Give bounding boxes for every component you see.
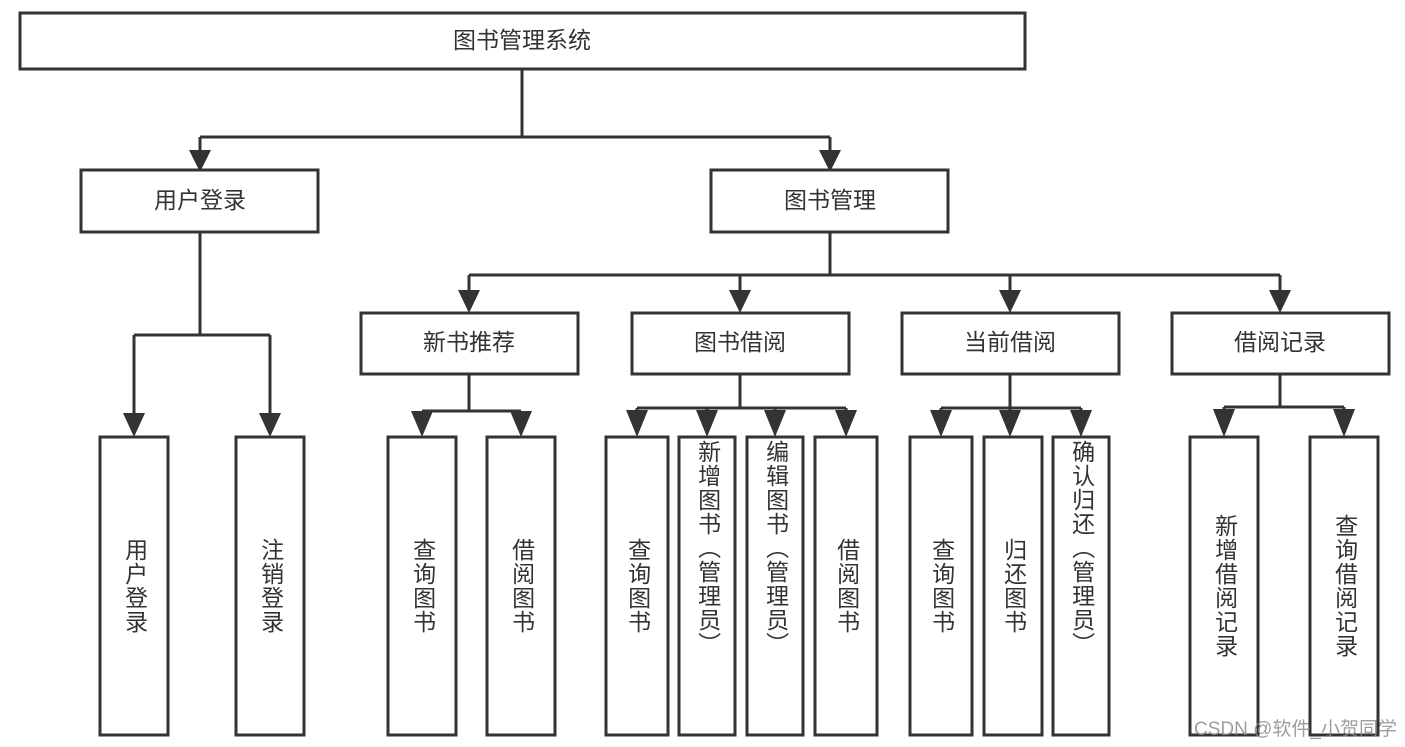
arrow-to-leaf-query-book-2 — [626, 410, 648, 437]
arrow-to-leaf-user-login — [123, 413, 145, 437]
leaf-rect-borrow-book-2[interactable] — [813, 435, 879, 737]
edge-root-trunk — [198, 69, 832, 152]
node-book-manage[interactable]: 图书管理 — [709, 168, 950, 234]
node-user-login-label: 用户登录 — [154, 187, 246, 213]
arrow-to-leaf-confirm-return — [1070, 410, 1092, 437]
arrow-to-leaf-add-book — [696, 410, 718, 437]
arrow-to-book-manage — [819, 150, 841, 172]
nodes-layer: 图书管理系统 用户登录 图书管理 新书推荐 图书借阅 — [18, 11, 1391, 737]
arrow-to-borrow-record — [1269, 290, 1291, 313]
arrow-to-leaf-query-record — [1333, 409, 1355, 437]
leaf-rect-query-record[interactable] — [1308, 435, 1380, 737]
edge-book-manage-trunk — [467, 232, 1282, 292]
node-new-book-rec-rect[interactable] — [359, 311, 580, 376]
leaf-rect-add-book[interactable] — [677, 435, 737, 737]
node-book-borrow[interactable]: 图书借阅 — [630, 311, 851, 376]
arrow-to-user-login — [189, 150, 211, 172]
arrow-to-leaf-query-book-3 — [930, 410, 952, 437]
leaf-rect-query-book-3[interactable] — [908, 435, 974, 737]
csdn-watermark: CSDN @软件_小贺同学 — [1194, 719, 1397, 740]
arrow-to-leaf-query-book-1 — [411, 411, 433, 437]
node-new-book-rec[interactable]: 新书推荐 — [359, 311, 580, 376]
node-root-rect[interactable] — [18, 11, 1027, 71]
edge-user-login-trunk — [132, 232, 272, 415]
arrow-to-current-borrow — [999, 290, 1021, 313]
edge-borrow-record-trunk — [1222, 374, 1346, 415]
node-borrow-record[interactable]: 借阅记录 — [1170, 311, 1391, 376]
arrow-to-new-book-rec — [458, 290, 480, 313]
edge-book-borrow-trunk — [635, 374, 848, 415]
arrow-to-leaf-return-book — [999, 410, 1021, 437]
leaf-rect-return-book[interactable] — [982, 435, 1044, 737]
leaf-rect-logout[interactable] — [234, 435, 306, 737]
leaf-rect-add-record[interactable] — [1188, 435, 1260, 737]
node-user-login-rect[interactable] — [79, 168, 320, 234]
arrow-to-leaf-borrow-book-2 — [835, 410, 857, 437]
leaf-rect-confirm-return[interactable] — [1051, 435, 1111, 737]
leaf-rect-edit-book[interactable] — [745, 435, 805, 737]
arrow-to-leaf-borrow-book-1 — [510, 411, 532, 437]
edge-new-book-rec-trunk — [420, 374, 523, 417]
edge-current-borrow-trunk — [939, 374, 1083, 415]
arrow-to-book-borrow — [729, 290, 751, 313]
node-book-borrow-rect[interactable] — [630, 311, 851, 376]
node-root-label: 图书管理系统 — [453, 27, 591, 53]
node-root[interactable]: 图书管理系统 — [18, 11, 1027, 71]
node-borrow-record-rect[interactable] — [1170, 311, 1391, 376]
arrow-to-leaf-add-record — [1213, 409, 1235, 437]
leaf-rect-query-book-2[interactable] — [604, 435, 670, 737]
node-book-manage-rect[interactable] — [709, 168, 950, 234]
edges-layer — [123, 69, 1355, 437]
node-borrow-record-label: 借阅记录 — [1234, 329, 1326, 355]
leaf-rect-borrow-book-1[interactable] — [485, 435, 557, 737]
node-user-login[interactable]: 用户登录 — [79, 168, 320, 234]
node-new-book-rec-label: 新书推荐 — [423, 329, 515, 355]
node-current-borrow-rect[interactable] — [900, 311, 1121, 376]
node-current-borrow[interactable]: 当前借阅 — [900, 311, 1121, 376]
leaf-rect-query-book-1[interactable] — [386, 435, 458, 737]
arrow-to-leaf-edit-book — [764, 410, 786, 437]
node-current-borrow-label: 当前借阅 — [964, 329, 1056, 355]
node-book-manage-label: 图书管理 — [784, 187, 876, 213]
leaf-rect-user-login[interactable] — [98, 435, 170, 737]
node-book-borrow-label: 图书借阅 — [694, 329, 786, 355]
arrow-to-leaf-logout — [259, 413, 281, 437]
